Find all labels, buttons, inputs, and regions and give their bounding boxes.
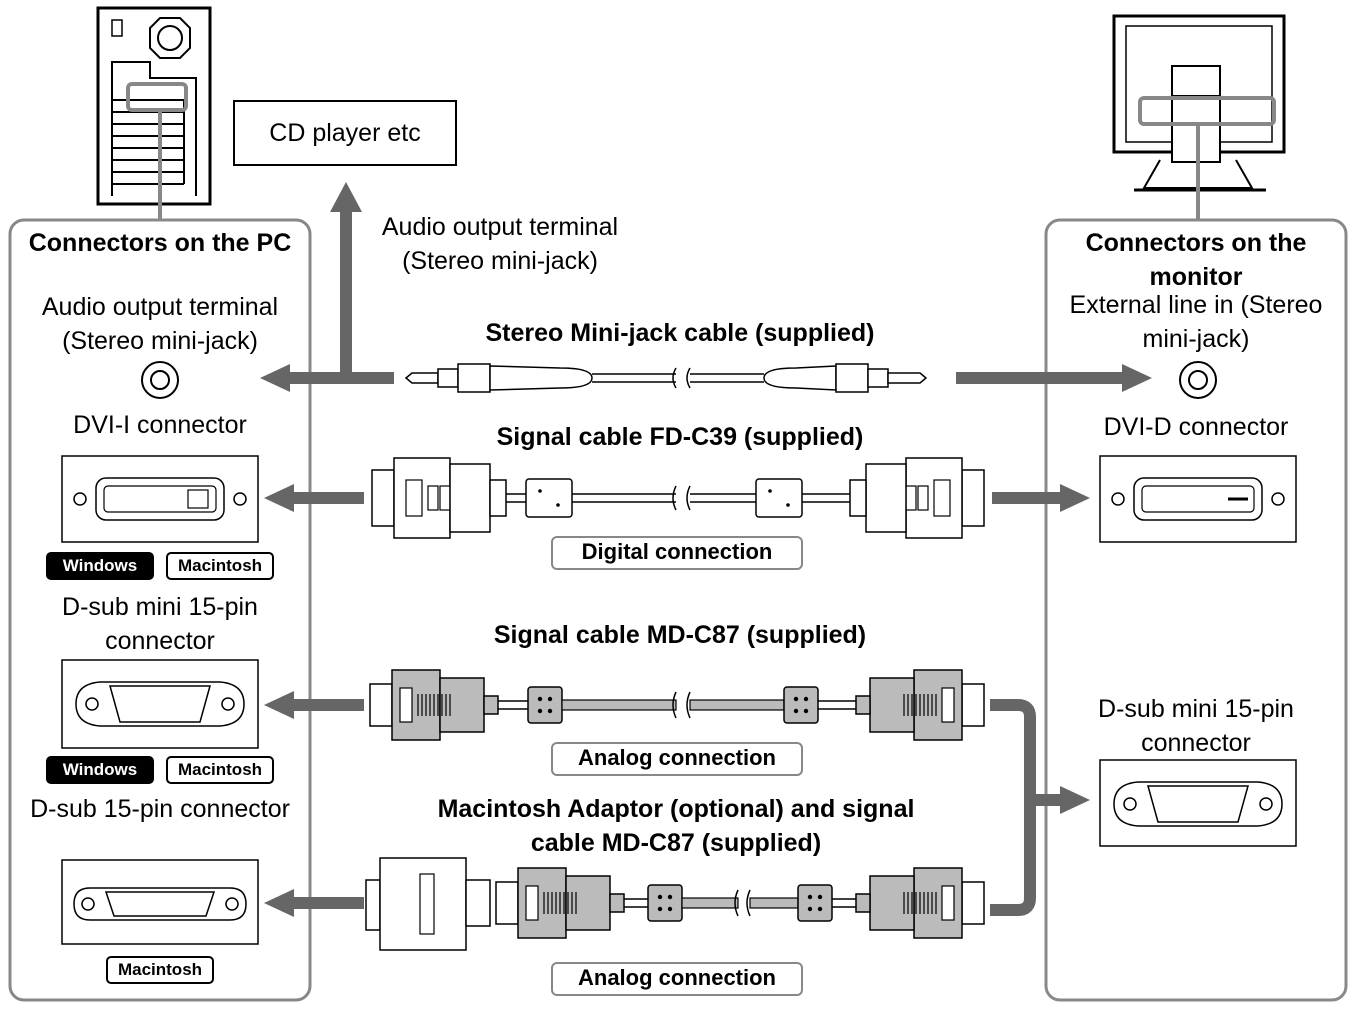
stereo-cable-label: Stereo Mini-jack cable (supplied) <box>485 319 875 347</box>
pc-connector-panel <box>8 218 312 1002</box>
pc-dsub-port <box>61 859 259 945</box>
monitor-dsub-mini-label: D-sub mini 15-pin connector <box>1098 695 1294 757</box>
fd-c39-cable-label: Signal cable FD-C39 (supplied) <box>496 423 864 451</box>
md-c87-cable-label: Signal cable MD-C87 (supplied) <box>493 621 867 649</box>
pc-dsub-mini-label: D-sub mini 15-pin connector <box>62 593 258 655</box>
mac-adaptor-cable <box>365 857 985 951</box>
analog-connection-label: Analog connection <box>551 742 803 776</box>
signal-arrows <box>260 182 1152 917</box>
cd-player-box: CD player etc <box>233 100 457 166</box>
mac-adaptor-cable-label: Macintosh Adaptor (optional) and signal … <box>437 795 915 857</box>
monitor-line-in-label: External line in (Stereo mini-jack) <box>1069 291 1323 353</box>
monitor-panel-title: Connectors on the monitor <box>1085 229 1307 291</box>
pc-audio-label: Audio output terminal (Stereo mini-jack) <box>41 293 279 355</box>
monitor-dsub-mini-port <box>1099 759 1297 847</box>
analog-connection-label: Analog connection <box>551 962 803 996</box>
pc-dsub-mini-port <box>61 659 259 749</box>
macintosh-badge: Macintosh <box>166 756 274 784</box>
pc-audio-jack <box>141 361 179 399</box>
stereo-minijack-cable <box>404 363 928 393</box>
monitor-illustration <box>1112 14 1286 222</box>
cd-audio-label: Audio output terminal (Stereo mini-jack) <box>381 213 619 275</box>
windows-badge: Windows <box>46 552 154 580</box>
monitor-dvi-d-port <box>1099 455 1297 543</box>
dvi-signal-cable <box>371 457 985 539</box>
digital-connection-label: Digital connection <box>551 536 803 570</box>
pc-dvi-label: DVI-I connector <box>73 411 247 439</box>
macintosh-badge: Macintosh <box>106 956 214 984</box>
windows-badge: Windows <box>46 756 154 784</box>
vga-signal-cable <box>369 669 985 741</box>
monitor-dvi-label: DVI-D connector <box>1103 413 1289 441</box>
pc-panel-title: Connectors on the PC <box>28 229 292 257</box>
analog-merge-arrow <box>990 699 1062 916</box>
monitor-line-in-jack <box>1179 361 1217 399</box>
pc-tower-illustration <box>96 6 212 222</box>
macintosh-badge: Macintosh <box>166 552 274 580</box>
pc-dsub-label: D-sub 15-pin connector <box>30 795 290 823</box>
pc-dvi-i-port <box>61 455 259 543</box>
